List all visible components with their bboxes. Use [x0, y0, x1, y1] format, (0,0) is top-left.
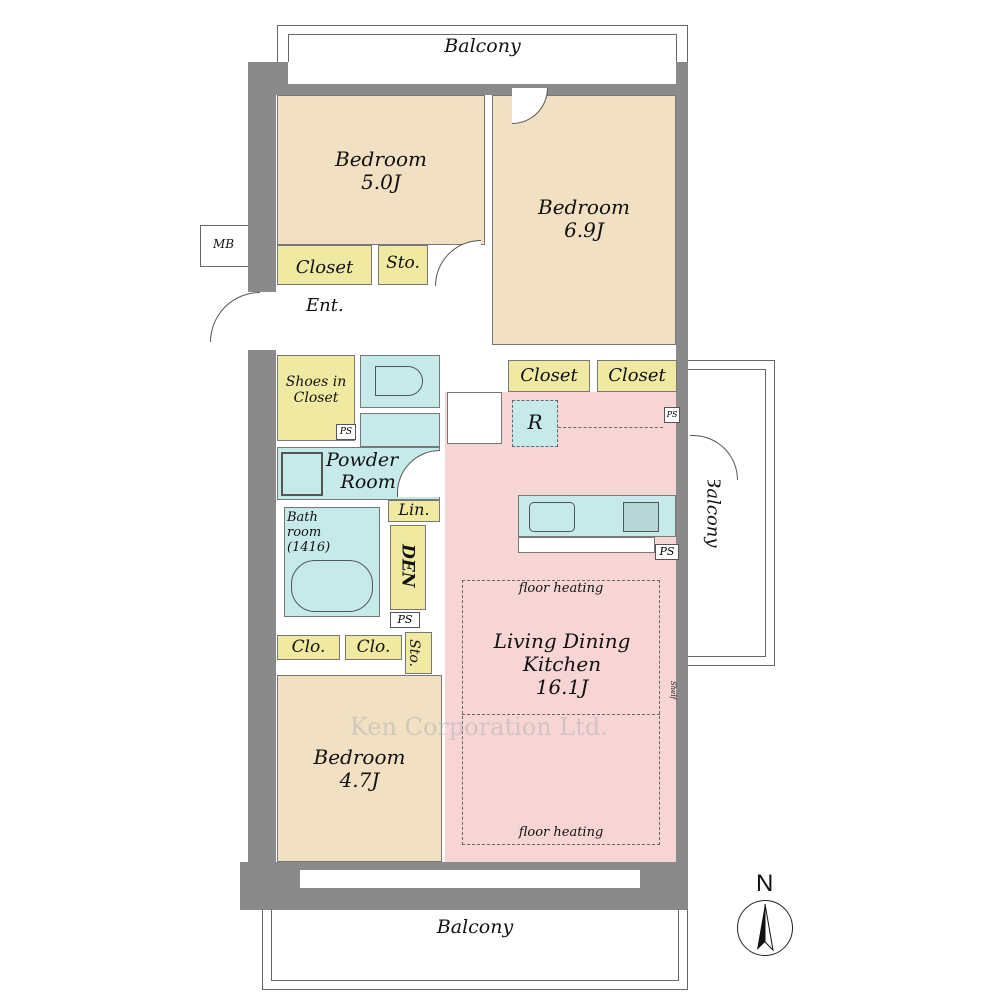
kitchen-counter [518, 495, 676, 537]
sink-icon [529, 502, 575, 532]
clo-a[interactable]: Clo. [277, 635, 340, 660]
bathtub-icon [291, 560, 373, 612]
floor-heating-label: floor heating [518, 581, 604, 596]
closet-a[interactable]: Closet [277, 245, 372, 285]
living-dining-kitchen[interactable] [445, 392, 676, 862]
balcony-right: Balcony [685, 360, 775, 666]
linen-closet[interactable]: Lin. [388, 500, 440, 522]
balcony-right-label: Balcony [702, 475, 724, 548]
entrance-door[interactable] [210, 292, 260, 342]
ps-label: PS [390, 612, 420, 628]
closet-c[interactable]: Closet [597, 360, 677, 392]
shelf-label: Shelf [669, 680, 678, 700]
balcony-bottom-label: Balcony [436, 916, 514, 938]
compass-north-label: N [756, 870, 774, 897]
toilet-icon [375, 366, 423, 396]
north-arrow-icon [757, 903, 774, 952]
toilet[interactable] [360, 355, 440, 408]
ps-label: PS [655, 544, 679, 560]
compass [737, 900, 793, 956]
ps-label: PS [664, 407, 680, 423]
floor-heating-area [462, 580, 660, 845]
den[interactable]: DEN [390, 525, 426, 610]
wall-left [248, 62, 276, 292]
washing-machine-icon [281, 452, 323, 496]
floor-heating-label: floor heating [518, 825, 604, 840]
closet-b[interactable]: Closet [508, 360, 590, 392]
ps-label: PS [336, 424, 356, 440]
wall-left-lower [248, 350, 276, 890]
watermark: Ken Corporation Ltd. [350, 713, 608, 741]
balcony-top-label: Balcony [444, 35, 521, 57]
entrance-label: Ent. [306, 295, 344, 316]
stove-icon [623, 502, 659, 532]
vanity [360, 413, 440, 447]
wall-right [676, 62, 688, 890]
clo-b[interactable]: Clo. [345, 635, 402, 660]
refrigerator-space: R [512, 400, 558, 447]
storage-a[interactable]: Sto. [378, 245, 428, 285]
storage-b[interactable]: Sto. [405, 632, 432, 674]
